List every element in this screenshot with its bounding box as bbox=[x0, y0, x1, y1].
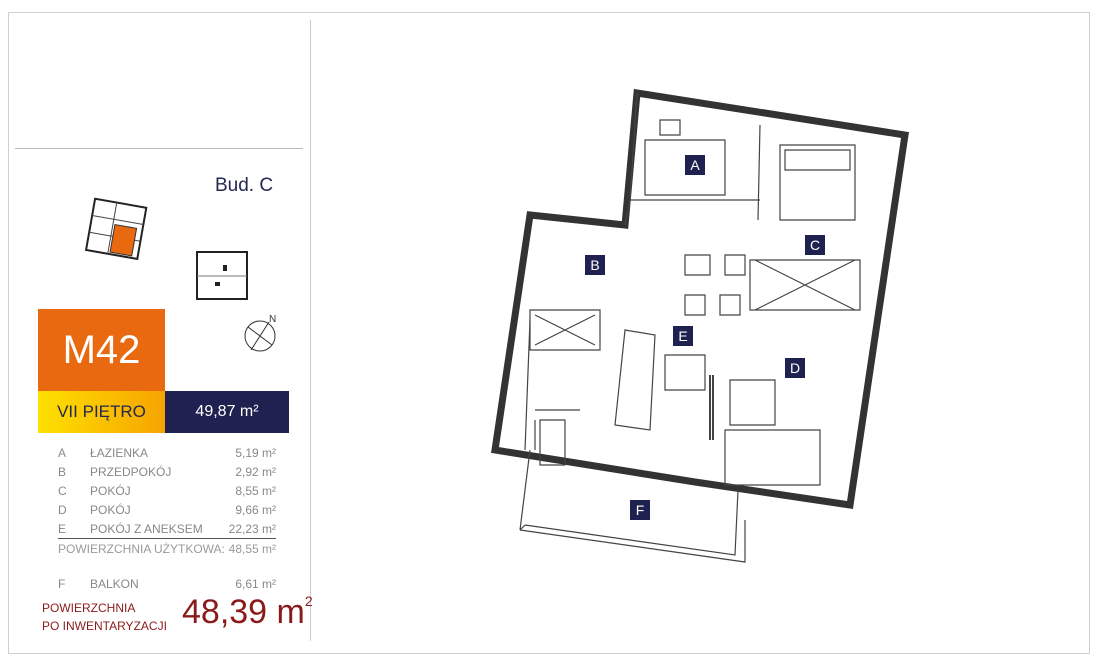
inventory-unit: m bbox=[276, 593, 305, 631]
building-key-plan bbox=[84, 197, 148, 261]
room-area: 6,61 m² bbox=[235, 576, 276, 591]
total-area: 49,87 m² bbox=[165, 391, 289, 433]
inventory-sup: 2 bbox=[304, 593, 313, 609]
inventory-label-line: POWIERZCHNIA bbox=[42, 601, 136, 615]
room-marker-e: E bbox=[673, 326, 693, 346]
room-letter: E bbox=[58, 521, 67, 536]
room-letter: B bbox=[58, 464, 67, 479]
room-row: E POKÓJ Z ANEKSEM 22,23 m² bbox=[58, 519, 276, 538]
room-area: 2,92 m² bbox=[235, 464, 276, 479]
room-area: 5,19 m² bbox=[235, 445, 276, 460]
balcony-row: F BALKON 6,61 m² bbox=[58, 574, 276, 593]
unit-number: M42 bbox=[38, 309, 165, 391]
room-marker-a: A bbox=[685, 155, 705, 175]
room-area: 22,23 m² bbox=[228, 521, 276, 536]
divider bbox=[15, 148, 303, 149]
room-name: POKÓJ Z ANEKSEM bbox=[90, 521, 203, 536]
inventory-label-line: PO INWENTARYZACJI bbox=[42, 619, 167, 633]
room-name: PRZEDPOKÓJ bbox=[90, 464, 172, 479]
inventory-value: 48,39 bbox=[182, 593, 268, 631]
room-area: 9,66 m² bbox=[235, 502, 276, 517]
room-marker-b: B bbox=[585, 255, 605, 275]
room-name: POKÓJ bbox=[90, 483, 131, 498]
room-marker-c: C bbox=[805, 235, 825, 255]
usable-label: POWIERZCHNIA UŻYTKOWA: bbox=[58, 541, 225, 556]
room-row: C POKÓJ 8,55 m² bbox=[58, 481, 276, 500]
usable-area-row: POWIERZCHNIA UŻYTKOWA:48,55 m² bbox=[58, 538, 276, 558]
room-marker-f: F bbox=[630, 500, 650, 520]
room-letter: D bbox=[58, 502, 67, 517]
room-marker-d: D bbox=[785, 358, 805, 378]
floor-plan bbox=[491, 88, 909, 563]
room-area: 8,55 m² bbox=[235, 483, 276, 498]
room-row: B PRZEDPOKÓJ 2,92 m² bbox=[58, 462, 276, 481]
svg-text:N: N bbox=[269, 314, 276, 325]
room-row: D POKÓJ 9,66 m² bbox=[58, 500, 276, 519]
usable-area: 48,55 m² bbox=[228, 541, 276, 556]
floor-key-plan bbox=[196, 251, 248, 300]
inventory-area: 48,39 m2 bbox=[182, 593, 313, 632]
room-name: BALKON bbox=[90, 576, 139, 591]
room-list: A ŁAZIENKA 5,19 m² B PRZEDPOKÓJ 2,92 m² C POK… bbox=[58, 443, 276, 593]
room-letter: A bbox=[58, 445, 67, 460]
inventory-label: POWIERZCHNIA PO INWENTARYZACJI bbox=[42, 599, 167, 635]
floor-label: VII PIĘTRO bbox=[38, 391, 165, 433]
room-name: ŁAZIENKA bbox=[90, 445, 149, 460]
room-letter: C bbox=[58, 483, 67, 498]
room-row: A ŁAZIENKA 5,19 m² bbox=[58, 443, 276, 462]
divider bbox=[310, 20, 311, 641]
room-name: POKÓJ bbox=[90, 502, 131, 517]
compass-icon: N bbox=[244, 314, 276, 352]
building-label: Bud. C bbox=[215, 175, 274, 196]
room-letter: F bbox=[58, 576, 66, 591]
